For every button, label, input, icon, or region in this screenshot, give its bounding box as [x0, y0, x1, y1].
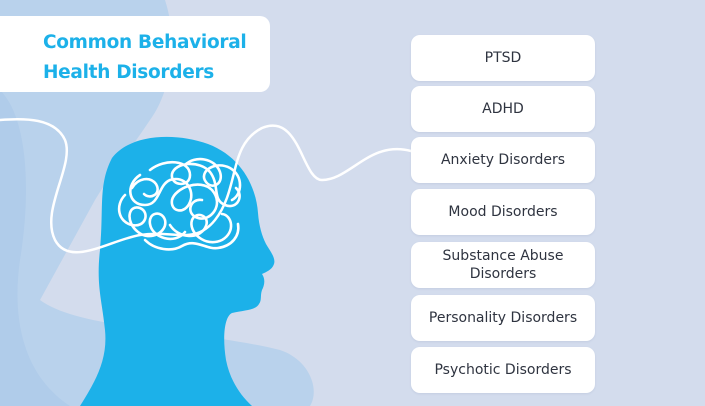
- disorder-label: ADHD: [482, 101, 524, 117]
- wavy-line-connector: [0, 117, 413, 254]
- disorder-label: PTSD: [484, 50, 522, 66]
- disorder-item-substance-abuse: Substance Abuse Disorders: [411, 242, 595, 288]
- title-card: Common Behavioral Health Disorders: [0, 16, 270, 92]
- disorder-label: Personality Disorders: [428, 310, 578, 326]
- disorder-label: Mood Disorders: [448, 204, 558, 220]
- disorder-label: Psychotic Disorders: [434, 362, 572, 378]
- background-blob: [0, 0, 314, 406]
- disorder-item-ptsd: PTSD: [411, 35, 595, 81]
- title-line-2: Health Disorders: [43, 62, 214, 83]
- disorder-label: Anxiety Disorders: [440, 152, 566, 168]
- disorder-item-mood: Mood Disorders: [411, 189, 595, 235]
- disorder-label: Substance Abuse Disorders: [442, 248, 564, 282]
- title-line-1: Common Behavioral: [43, 32, 247, 53]
- background-blob-left: [0, 90, 70, 406]
- disorder-item-anxiety: Anxiety Disorders: [411, 137, 595, 183]
- disorder-item-psychotic: Psychotic Disorders: [411, 347, 595, 393]
- page-title: Common Behavioral Health Disorders: [43, 28, 247, 88]
- disorder-item-adhd: ADHD: [411, 86, 595, 132]
- tangled-brain-icon: [117, 157, 242, 251]
- disorder-item-personality: Personality Disorders: [411, 295, 595, 341]
